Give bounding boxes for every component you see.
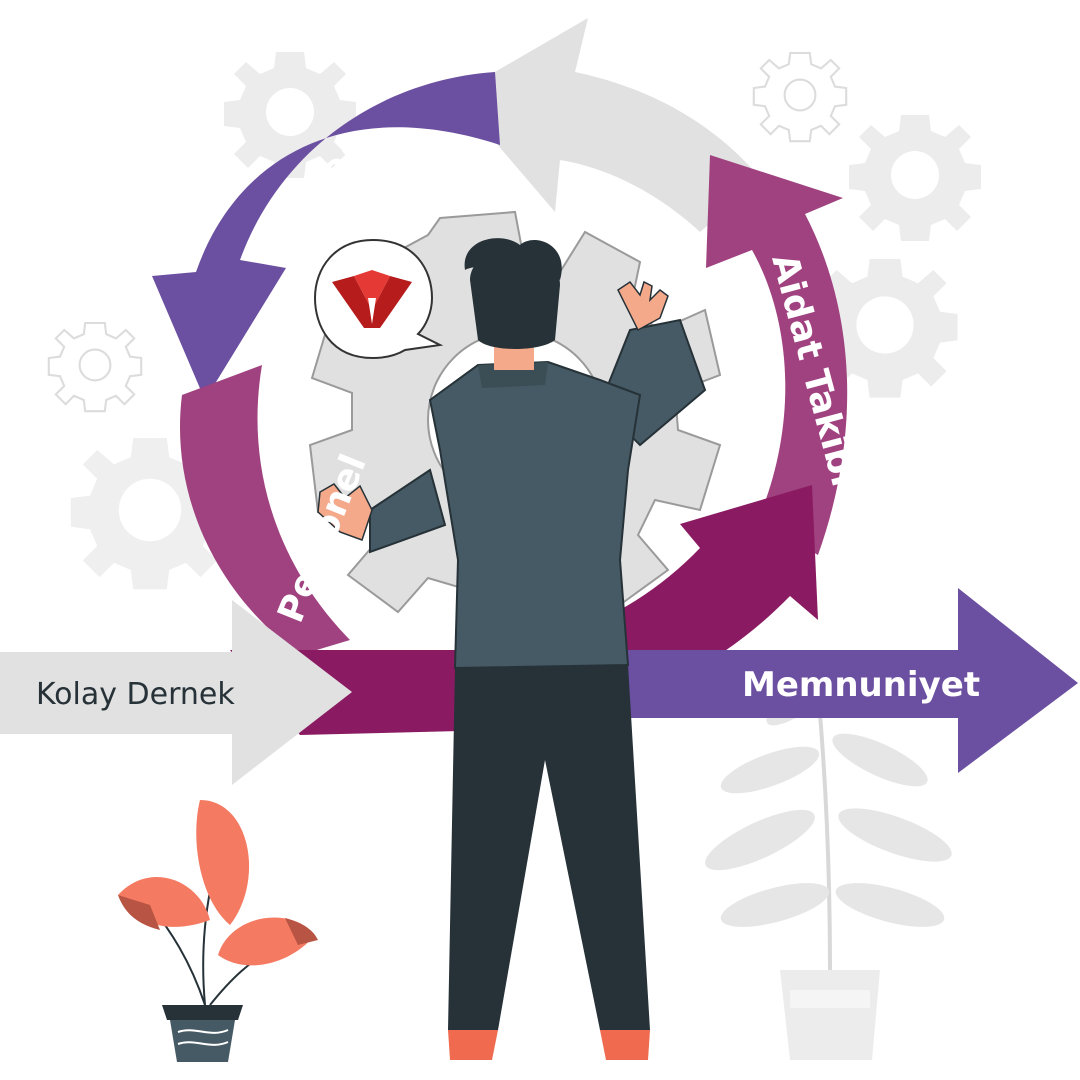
- output-arrow: [520, 588, 1078, 773]
- input-arrow: [0, 600, 352, 785]
- background-gear-icon: [752, 51, 848, 143]
- decorative-plant-icon: [118, 800, 318, 1062]
- cycle-arrow-purple: [152, 72, 500, 400]
- label-memnuniyet: Memnuniyet: [742, 665, 980, 705]
- kolay-dernek-logo-icon: [332, 270, 412, 328]
- background-gear-icon: [70, 438, 230, 590]
- cycle-arrow-magenta-left: [179, 365, 350, 655]
- cycle-arrow-gray: [455, 18, 762, 232]
- person-figure: [317, 238, 707, 1060]
- background-gear-icon: [47, 321, 143, 413]
- background-gear-icon: [224, 52, 356, 178]
- label-kolay-dernek: Kolay Dernek: [36, 677, 235, 712]
- cycle-arrow-magenta-right: [706, 155, 848, 555]
- background-gear-icon: [812, 259, 958, 398]
- background-gear-icon: [849, 115, 981, 241]
- background-plant-icon: [705, 667, 952, 1060]
- logo-bubble: [313, 238, 444, 360]
